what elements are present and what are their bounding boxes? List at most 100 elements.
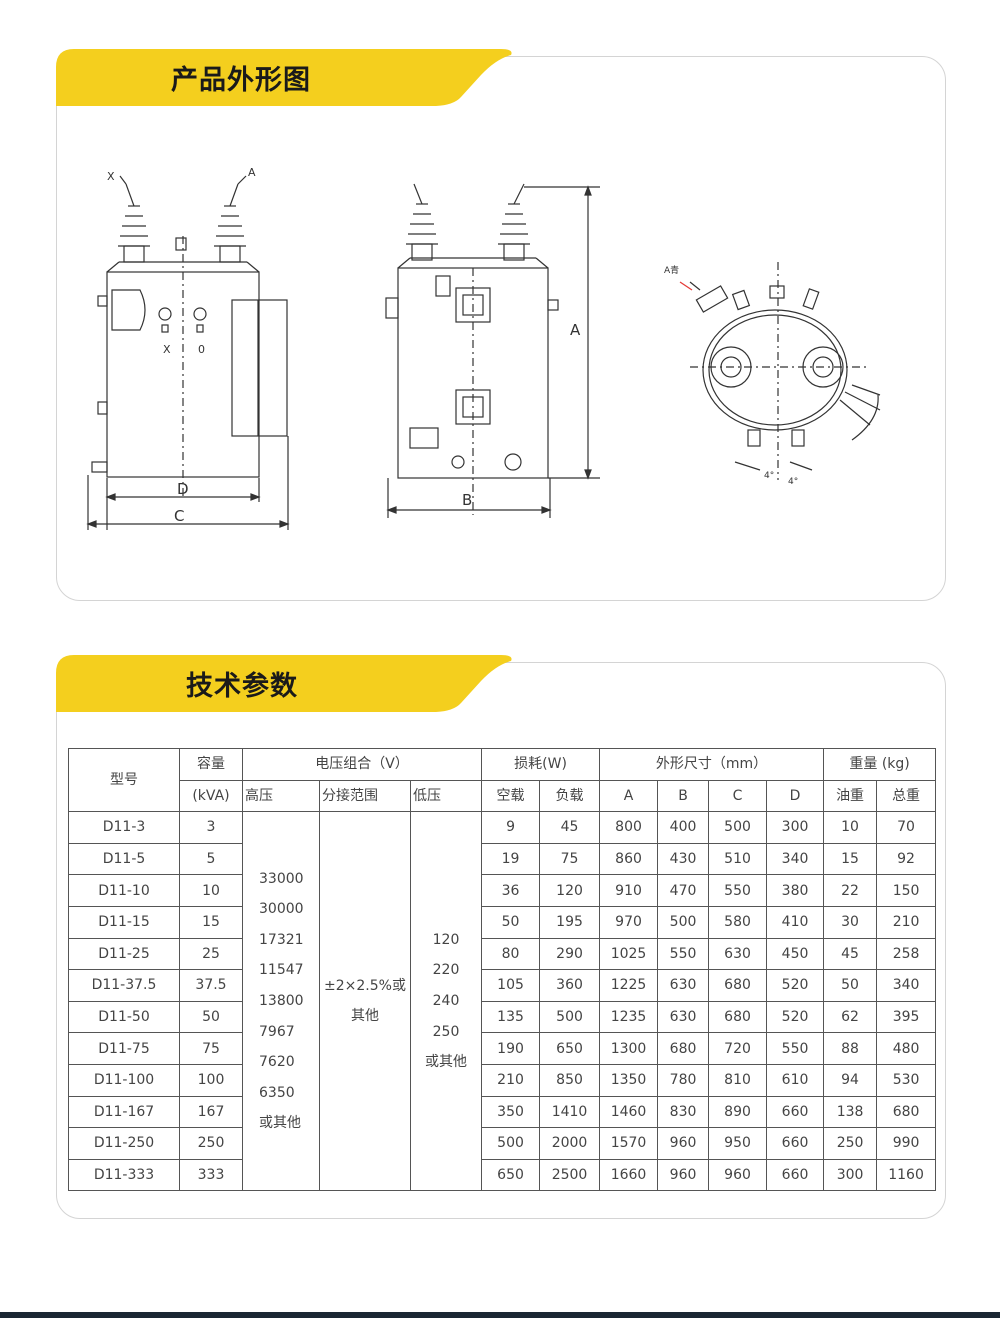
cell-total: 150 (876, 874, 937, 907)
cell-dim-d: 610 (766, 1063, 825, 1097)
cell-lv-list-value: 或其他 (425, 1054, 468, 1071)
cell-oil: 94 (823, 1063, 878, 1097)
header-dims: 外形尺寸（mm） (599, 748, 825, 781)
cell-dim-c: 510 (708, 842, 768, 876)
cell-no-load: 190 (481, 1032, 541, 1065)
cell-dim-b: 960 (657, 1127, 710, 1160)
cell-dim-d: 550 (766, 1032, 825, 1065)
cell-dim-d: 450 (766, 937, 825, 971)
cell-dim-b: 830 (657, 1095, 710, 1129)
cell-capacity: 15 (179, 905, 243, 939)
front-view (86, 175, 290, 530)
header-d: D (766, 779, 825, 813)
cell-model: D11-75 (68, 1032, 180, 1065)
cell-no-load: 650 (481, 1158, 541, 1192)
cell-dim-a: 1460 (599, 1095, 659, 1129)
cell-total: 395 (876, 1000, 937, 1034)
cell-oil: 300 (823, 1158, 878, 1192)
cell-hv-list-value: 7967 (259, 1023, 295, 1040)
cell-dim-d: 660 (766, 1158, 825, 1192)
cell-dim-b: 960 (657, 1158, 710, 1192)
cell-load: 500 (539, 1000, 601, 1034)
cell-no-load: 500 (481, 1127, 541, 1160)
cell-capacity: 10 (179, 874, 243, 907)
cell-dim-d: 660 (766, 1127, 825, 1160)
header-capacity: 容量 (179, 748, 243, 781)
cell-capacity: 25 (179, 937, 243, 971)
angle-label-2: 4° (788, 477, 798, 487)
cell-capacity: 75 (179, 1032, 243, 1065)
cell-dim-b: 400 (657, 811, 710, 844)
cell-dim-a: 1350 (599, 1063, 659, 1097)
front-x-label: X (107, 170, 115, 183)
cell-dim-a: 1570 (599, 1127, 659, 1160)
cell-hv-list-value: 7620 (259, 1054, 295, 1071)
cell-dim-c: 500 (708, 811, 768, 844)
cell-model: D11-25 (68, 937, 180, 971)
section-title-params: 技术参数 (186, 671, 298, 702)
cell-capacity: 100 (179, 1063, 243, 1097)
cell-dim-b: 780 (657, 1063, 710, 1097)
cell-capacity: 50 (179, 1000, 243, 1034)
cell-dim-c: 680 (708, 969, 768, 1002)
cell-dim-a: 970 (599, 905, 659, 939)
cell-oil: 62 (823, 1000, 878, 1034)
cell-dim-b: 430 (657, 842, 710, 876)
header-c: C (708, 779, 768, 813)
cell-model: D11-10 (68, 874, 180, 907)
cell-hv-list-value: 11547 (259, 962, 304, 979)
cell-capacity: 37.5 (179, 969, 243, 1002)
cell-capacity: 3 (179, 811, 243, 844)
front-x-terminal-label: X (163, 343, 171, 356)
cell-hv-list-value: 6350 (259, 1084, 295, 1101)
cell-load: 290 (539, 937, 601, 971)
header-b: B (657, 779, 710, 813)
cell-model: D11-167 (68, 1095, 180, 1129)
cell-dim-b: 500 (657, 905, 710, 939)
cell-total: 70 (876, 811, 937, 844)
header-hv: 高压 (242, 779, 320, 813)
cell-model: D11-37.5 (68, 969, 180, 1002)
cell-no-load: 210 (481, 1063, 541, 1097)
cell-lv-list-value: 220 (432, 962, 460, 979)
cell-dim-a: 800 (599, 811, 659, 844)
cell-load: 195 (539, 905, 601, 939)
cell-capacity: 167 (179, 1095, 243, 1129)
cell-load: 850 (539, 1063, 601, 1097)
cell-tap-list: ±2×2.5%或其他 (319, 811, 411, 1192)
cell-dim-c: 890 (708, 1095, 768, 1129)
cell-total: 480 (876, 1032, 937, 1065)
cell-oil: 250 (823, 1127, 878, 1160)
cell-oil: 88 (823, 1032, 878, 1065)
cell-total: 92 (876, 842, 937, 876)
header-oil: 油重 (823, 779, 878, 813)
front-o-terminal-label: 0 (198, 343, 205, 356)
cell-load: 45 (539, 811, 601, 844)
cell-tap-list-value: 其他 (351, 1008, 379, 1025)
cell-dim-c: 720 (708, 1032, 768, 1065)
footer-bar (0, 1312, 1000, 1318)
cell-model: D11-100 (68, 1063, 180, 1097)
cell-no-load: 135 (481, 1000, 541, 1034)
cell-hv-list-value: 33000 (259, 870, 304, 887)
section-tab-params (56, 655, 512, 712)
cell-load: 650 (539, 1032, 601, 1065)
cell-no-load: 105 (481, 969, 541, 1002)
cell-dim-b: 550 (657, 937, 710, 971)
cell-tap-list-value: ±2×2.5%或 (324, 978, 406, 995)
cell-dim-a: 1660 (599, 1158, 659, 1192)
cell-dim-d: 300 (766, 811, 825, 844)
cell-capacity: 250 (179, 1127, 243, 1160)
cell-no-load: 19 (481, 842, 541, 876)
cell-no-load: 36 (481, 874, 541, 907)
cell-dim-b: 630 (657, 1000, 710, 1034)
cell-dim-a: 1300 (599, 1032, 659, 1065)
cell-dim-b: 630 (657, 969, 710, 1002)
cell-oil: 30 (823, 905, 878, 939)
cell-dim-b: 470 (657, 874, 710, 907)
